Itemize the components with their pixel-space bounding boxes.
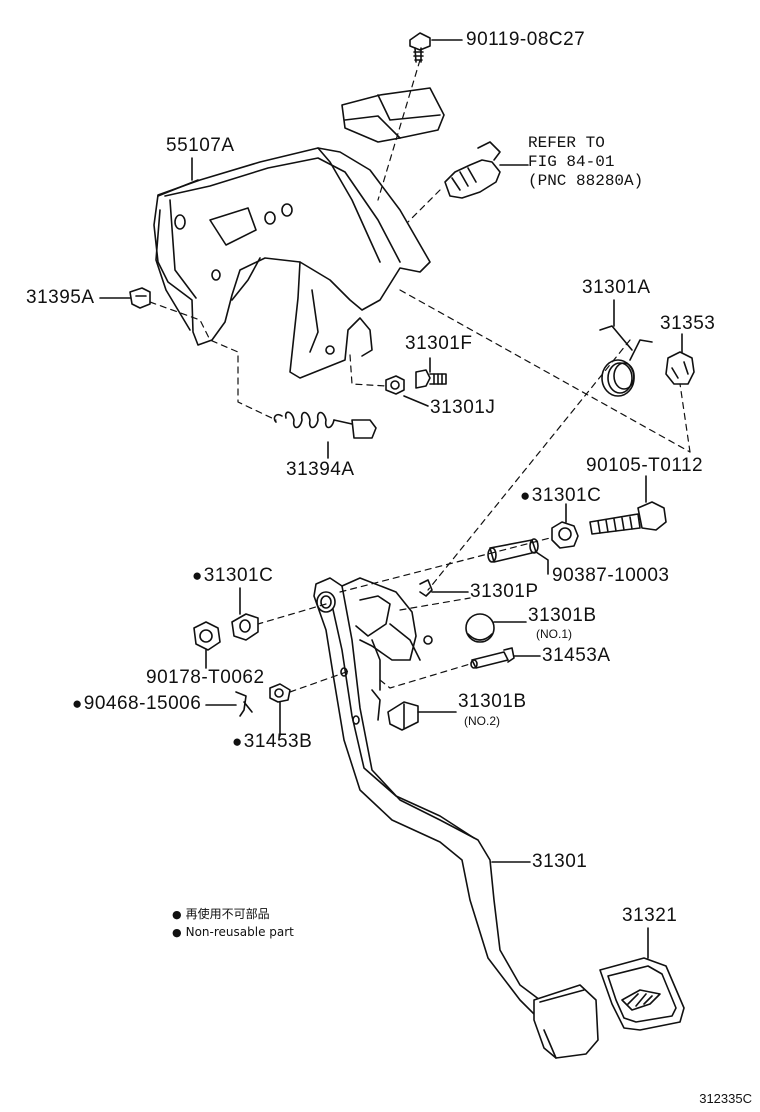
collar-90387-shape xyxy=(487,538,549,575)
pedal-pad-31321-shape xyxy=(599,927,685,1031)
diagram-id: 312335C xyxy=(699,1091,752,1106)
legend-line-english: ●Non-reusable part xyxy=(172,924,294,941)
label-90119-08C27: 90119-08C27 xyxy=(466,29,586,50)
spring-31394A-shape xyxy=(273,411,377,459)
clip-31395A-shape xyxy=(99,287,151,309)
refer-line-3: (PNC 88280A) xyxy=(528,172,644,190)
label-31301P: 31301P xyxy=(470,581,539,602)
nonreusable-marker: ● xyxy=(72,694,83,713)
label-31301C-left: ●31301C xyxy=(192,566,273,586)
top-plate-shape xyxy=(341,87,445,143)
legend-text-english: Non-reusable part xyxy=(185,925,294,939)
bolt-31453B-shape xyxy=(269,683,291,737)
nut-31301J-shape xyxy=(385,375,429,407)
refer-line-1: REFER TO xyxy=(528,134,605,152)
legend-line-japanese: ●再使用不可部品 xyxy=(172,906,270,923)
label-31453B-text: 31453B xyxy=(243,731,313,752)
label-31353: 31353 xyxy=(660,313,716,334)
dashed-guide-lines xyxy=(149,59,691,693)
label-31301C-left-text: 31301C xyxy=(203,565,274,586)
legend-bullet: ● xyxy=(172,908,182,921)
stop-lamp-switch-shape xyxy=(444,141,529,199)
label-31453A: 31453A xyxy=(542,645,611,666)
bolt-90105-shape xyxy=(589,475,667,535)
label-31301B-no2-sub: (NO.2) xyxy=(464,714,500,728)
label-31301: 31301 xyxy=(532,851,588,872)
label-90468-15006: ●90468-15006 xyxy=(72,694,201,714)
legend-bullet: ● xyxy=(172,926,182,939)
stopper-31301B-no1-shape xyxy=(465,613,527,643)
nonreusable-marker: ● xyxy=(232,732,243,751)
label-31321: 31321 xyxy=(622,905,678,926)
label-31395A: 31395A xyxy=(26,287,95,308)
label-31301F: 31301F xyxy=(405,333,473,354)
bolt-90119-shape xyxy=(409,32,463,63)
label-31301B-no2: 31301B xyxy=(458,691,527,712)
label-31301B-no1-sub: (NO.1) xyxy=(536,627,572,641)
stopper-31301B-no2-shape xyxy=(387,701,457,731)
label-55107A: 55107A xyxy=(166,135,235,156)
nonreusable-marker: ● xyxy=(192,566,203,585)
label-31301A: 31301A xyxy=(582,277,651,298)
label-31301B-no1: 31301B xyxy=(528,605,597,626)
label-31301J: 31301J xyxy=(430,397,496,418)
legend-text-japanese: 再使用不可部品 xyxy=(185,907,270,921)
label-90105-T0112: 90105-T0112 xyxy=(586,455,704,476)
label-90387-10003: 90387-10003 xyxy=(552,565,670,586)
pedal-pad-on-arm-shape xyxy=(533,984,599,1059)
label-31453B: ●31453B xyxy=(232,732,312,752)
label-90468-15006-text: 90468-15006 xyxy=(83,693,202,714)
label-90178-T0062: 90178-T0062 xyxy=(146,667,265,688)
pin-90468-shape xyxy=(205,691,253,717)
collar-90178-shape xyxy=(193,621,221,669)
label-31394A: 31394A xyxy=(286,459,355,480)
refer-line-2: FIG 84-01 xyxy=(528,153,615,171)
bushing-31301C-right-shape xyxy=(551,503,579,549)
bushing-31301C-left-shape xyxy=(231,587,259,641)
bolt-31301F-shape xyxy=(415,357,447,389)
label-31301C-right: ●31301C xyxy=(520,486,601,506)
pedal-arm-31301-shape xyxy=(313,577,553,1021)
nonreusable-marker: ● xyxy=(520,486,531,505)
spring-31301A-shape xyxy=(599,299,653,397)
bushing-31353-shape xyxy=(665,333,695,385)
pedal-bracket-shape xyxy=(153,147,431,379)
pin-31453A-shape xyxy=(470,647,541,669)
clip-31301P-shape xyxy=(419,579,469,597)
label-31301C-right-text: 31301C xyxy=(531,485,602,506)
